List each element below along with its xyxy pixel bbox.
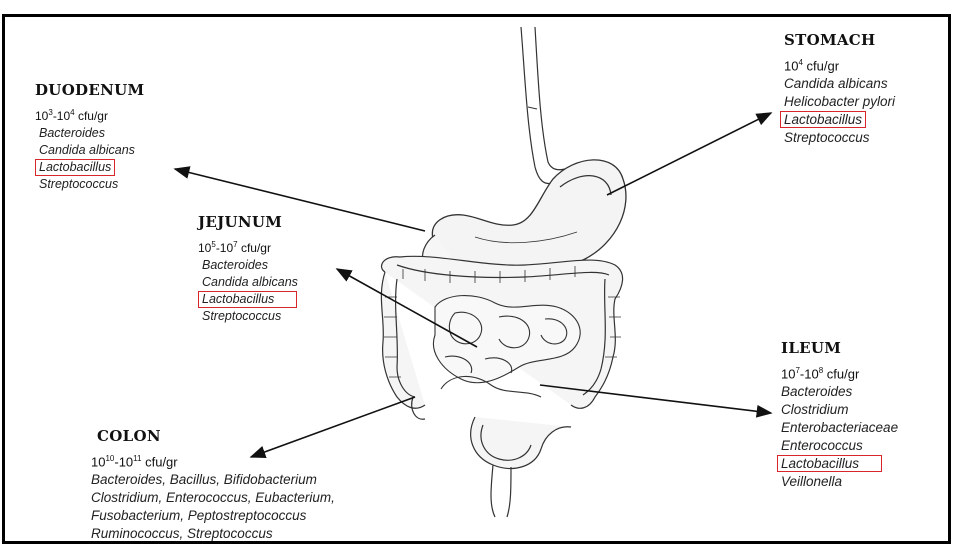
colon-title: COLON — [97, 427, 335, 445]
stomach-organism: Helicobacter pylori — [784, 93, 895, 111]
colon-organism: Clostridium, Enterococcus, Eubacterium, — [91, 489, 335, 507]
duodenum-title: DUODENUM — [35, 81, 144, 99]
stomach-organism: Candida albicans — [784, 75, 895, 93]
ileum-organism-highlighted: Lactobacillus — [777, 455, 882, 472]
stomach — [432, 160, 626, 277]
esophagus — [521, 27, 565, 184]
duodenum-organism: Streptococcus — [35, 176, 144, 193]
ileum-organism: Enterococcus — [781, 437, 898, 455]
jejunum-panel: JEJUNUM 105-107 cfu/gr Bacteroides Candi… — [198, 213, 298, 325]
figure-frame: STOMACH 104 cfu/gr Candida albicans Heli… — [2, 14, 951, 544]
ileum-panel: ILEUM 107-108 cfu/gr Bacteroides Clostri… — [781, 339, 898, 491]
ileum-organism: Bacteroides — [781, 383, 898, 401]
duodenum-organism: Bacteroides — [35, 125, 144, 142]
ileum-organism: Clostridium — [781, 401, 898, 419]
stomach-count: 104 cfu/gr — [784, 54, 895, 75]
arrow-stomach — [607, 113, 771, 195]
jejunum-organism: Candida albicans — [198, 274, 298, 291]
duodenum-organism-highlighted: Lactobacillus — [35, 159, 115, 176]
jejunum-organism-highlighted: Lactobacillus — [198, 291, 297, 308]
stomach-organism-highlighted: Lactobacillus — [780, 111, 866, 128]
colon-panel: COLON 1010-1011 cfu/gr Bacteroides, Baci… — [91, 427, 335, 543]
ileum-count: 107-108 cfu/gr — [781, 362, 898, 383]
rectum — [471, 417, 571, 517]
colon-count: 1010-1011 cfu/gr — [91, 450, 335, 471]
stomach-organism: Streptococcus — [784, 129, 895, 147]
colon-organism: Ruminococcus, Streptococcus — [91, 525, 335, 543]
stomach-title: STOMACH — [784, 31, 895, 49]
colon-organism: Fusobacterium, Peptostreptococcus — [91, 507, 335, 525]
colon-organism: Bacteroides, Bacillus, Bifidobacterium — [91, 471, 335, 489]
jejunum-count: 105-107 cfu/gr — [198, 236, 298, 257]
duodenum-count: 103-104 cfu/gr — [35, 104, 144, 125]
ileum-organism: Enterobacteriaceae — [781, 419, 898, 437]
jejunum-organism: Bacteroides — [198, 257, 298, 274]
jejunum-organism: Streptococcus — [198, 308, 298, 325]
duodenum-organism: Candida albicans — [35, 142, 144, 159]
jejunum-title: JEJUNUM — [198, 213, 298, 231]
ileum-organism: Veillonella — [781, 473, 898, 491]
ileum-title: ILEUM — [781, 339, 898, 357]
duodenum-panel: DUODENUM 103-104 cfu/gr Bacteroides Cand… — [35, 81, 144, 193]
stomach-panel: STOMACH 104 cfu/gr Candida albicans Heli… — [784, 31, 895, 147]
